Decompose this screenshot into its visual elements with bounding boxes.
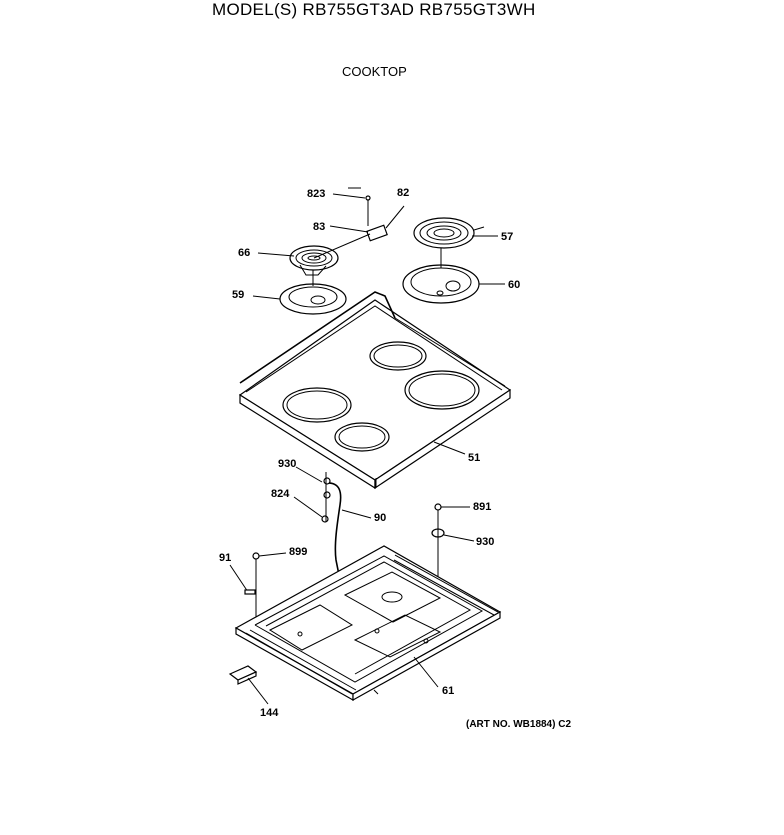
part-label-83: 83 [313, 221, 325, 233]
main-top-panel [238, 291, 512, 490]
part-label-57: 57 [501, 231, 513, 243]
part-label-60: 60 [508, 279, 520, 291]
part-label-90: 90 [374, 512, 386, 524]
leader-unit-to-receptacle [313, 233, 371, 259]
burner-opening-front-left [282, 387, 352, 423]
part-label-899: 899 [289, 546, 307, 558]
clip-91 [229, 564, 256, 595]
part-label-66: 66 [238, 247, 250, 259]
wire-harness [321, 477, 343, 587]
page-corner-mark: ▔▔▔▔▔▔▔▔▔ [662, 0, 763, 4]
surface-unit-large [413, 217, 485, 249]
screw-891 [434, 503, 470, 511]
part-label-82: 82 [397, 187, 409, 199]
burner-opening-rear-right [404, 370, 480, 410]
part-label-823: 823 [307, 188, 325, 200]
part-label-144: 144 [260, 707, 279, 719]
part-label-91: 91 [219, 552, 231, 564]
burner-opening-front-right [334, 422, 390, 452]
part-label-59: 59 [232, 289, 244, 301]
burner-opening-rear-left [369, 341, 427, 371]
receptacle-bracket [365, 195, 405, 242]
art-number: (ART NO. WB1884) C2 [466, 719, 572, 730]
part-label-61: 61 [442, 685, 454, 697]
cooktop-box [234, 545, 502, 702]
bushing-930 [431, 510, 475, 587]
section-title: COOKTOP [342, 64, 407, 79]
model-numbers-title: MODEL(S) RB755GT3AD RB755GT3WH [212, 0, 536, 19]
part-label-51: 51 [468, 452, 480, 464]
drip-pan-small [279, 283, 347, 315]
part-label-930-upper: 930 [278, 458, 296, 470]
part-label-891: 891 [473, 501, 491, 513]
part-label-930-lower: 930 [476, 536, 494, 548]
drip-pan-large [402, 264, 480, 304]
bracket-144 [228, 665, 269, 705]
part-label-824: 824 [271, 488, 290, 500]
